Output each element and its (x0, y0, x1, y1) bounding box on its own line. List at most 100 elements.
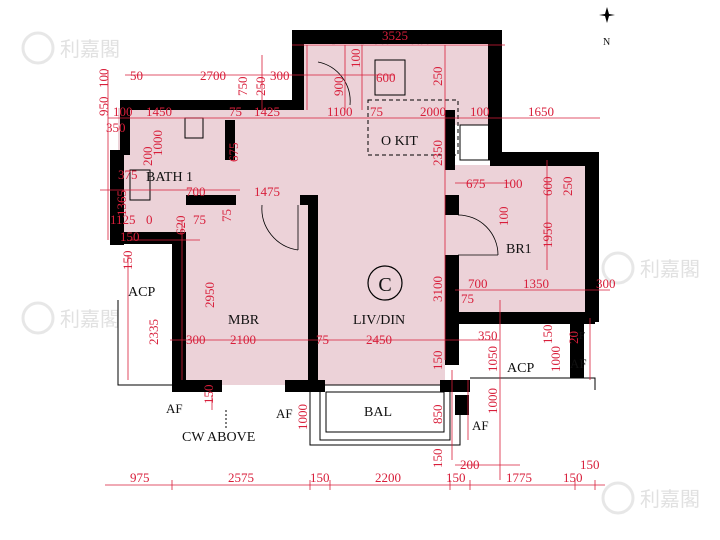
dim-label: 2335 (146, 319, 161, 345)
dim-label: 100 (470, 104, 490, 119)
dim-label: 150 (201, 385, 216, 405)
dim-label: 700 (468, 276, 488, 291)
dim-label: 250 (560, 177, 575, 197)
dim-label: 1000 (150, 130, 165, 156)
dim-label: 300 (186, 332, 206, 347)
wall-kit-inner (445, 110, 455, 170)
dim-label: 1950 (540, 222, 555, 248)
wall-acp-r (570, 318, 584, 378)
dim-label: 150 (120, 251, 135, 271)
wall-br1-left (445, 195, 459, 215)
dim-label: 75 (370, 104, 383, 119)
dim-label: 150 (430, 351, 445, 371)
wall-mbr-top (186, 195, 236, 205)
room-label-bal: BAL (364, 405, 392, 420)
balcony-fill (320, 385, 450, 440)
wall-right-stub (455, 395, 469, 415)
wall-br1-top (490, 152, 590, 166)
room-label-livdin: LIV/DIN (353, 313, 405, 328)
dim-label: 20 (566, 331, 581, 344)
dim-label: 100 (348, 49, 363, 69)
wall-br1-right (585, 152, 599, 322)
dim-label: 350 (478, 328, 498, 343)
wall-mid-right (445, 255, 459, 365)
dim-label: 900 (331, 77, 346, 97)
wall-bottom-mid (285, 380, 325, 392)
dim-label: 1125 (110, 212, 136, 227)
dim-label: 3525 (382, 28, 408, 43)
room-label-bath: BATH 1 (146, 170, 193, 185)
room-label-kit: O KIT (381, 134, 418, 149)
wall-bath-right (225, 120, 235, 160)
label-af-r2: AF (571, 330, 585, 342)
dim-label: 75 (229, 104, 242, 119)
dim-label: 250 (430, 67, 445, 87)
dim-label: 0 (146, 212, 153, 227)
dim-label: 75 (219, 209, 234, 222)
dim-label: 1475 (254, 184, 280, 199)
label-af-bl: AF (166, 401, 183, 416)
dim-label: 850 (430, 405, 445, 425)
wall-br1-bottom (445, 312, 595, 324)
kitchen-counter (367, 99, 459, 156)
dim-label: 700 (186, 184, 206, 199)
dim-label: 2200 (375, 470, 401, 485)
watermark-text: 利嘉閣 (60, 37, 120, 61)
dim-label: 2575 (228, 470, 254, 485)
dim-label: 2700 (200, 68, 226, 83)
dim-label: 975 (130, 470, 150, 485)
dim-label: 200 (140, 147, 155, 167)
watermark-text: 利嘉閣 (60, 307, 120, 331)
dim-label: 100 (503, 176, 523, 191)
dim-label: 75 (193, 212, 206, 227)
dim-label: 1000 (485, 388, 500, 414)
dim-label: 150 (446, 470, 466, 485)
room-labels: O KIT BATH 1 MBR LIV/DIN BR1 BAL ACP ACP… (128, 134, 587, 445)
room-label-br1: BR1 (506, 242, 532, 257)
dim-label: 150 (120, 229, 140, 244)
dim-label: 200 (460, 457, 480, 472)
north-arrow-icon (599, 7, 615, 23)
dim-label: 620 (173, 216, 188, 236)
wall-mbr-left (172, 232, 186, 392)
wall-top-left (120, 100, 295, 110)
north-label: N (603, 37, 610, 48)
wall-mbr-right (308, 195, 318, 385)
dim-label: 100 (496, 207, 511, 227)
dim-label: 1650 (528, 104, 554, 119)
dimension-lines (100, 44, 610, 490)
dim-label: 1450 (146, 104, 172, 119)
dim-label: 675 (466, 176, 486, 191)
walls (110, 30, 599, 415)
unit-circle (367, 265, 403, 301)
acp-left-fill (118, 240, 173, 385)
dim-label: 150 (430, 449, 445, 469)
acp-right-rail (470, 377, 596, 390)
dim-label: 1425 (254, 104, 280, 119)
dim-label: 2450 (366, 332, 392, 347)
wall-bath-left (110, 150, 124, 245)
dim-label: 600 (540, 177, 555, 197)
thin-lines (117, 59, 596, 446)
dim-label: 2950 (202, 282, 217, 308)
watermark-logo: 利嘉閣 (601, 251, 700, 285)
bath-wc (129, 169, 151, 201)
wall-kitchen-right (488, 30, 502, 160)
watermark-logo: 利嘉閣 (601, 481, 700, 515)
dim-label: 2100 (230, 332, 256, 347)
watermark-logo: 利嘉閣 (21, 301, 120, 335)
label-af-bm: AF (276, 406, 293, 421)
kitchen-box (374, 59, 406, 96)
dim-label: 750 (235, 77, 250, 97)
wall-bath-bottom (110, 232, 185, 244)
br1-door-swing (457, 214, 499, 256)
dim-label: 600 (376, 70, 396, 85)
unit-letter: C (378, 274, 391, 296)
dim-label: 150 (563, 470, 583, 485)
dim-label: 1350 (523, 276, 549, 291)
dim-label: 75 (461, 291, 474, 306)
dim-label: 1775 (506, 470, 532, 485)
watermark-text: 利嘉閣 (640, 257, 700, 281)
label-af-br: AF (472, 418, 489, 433)
